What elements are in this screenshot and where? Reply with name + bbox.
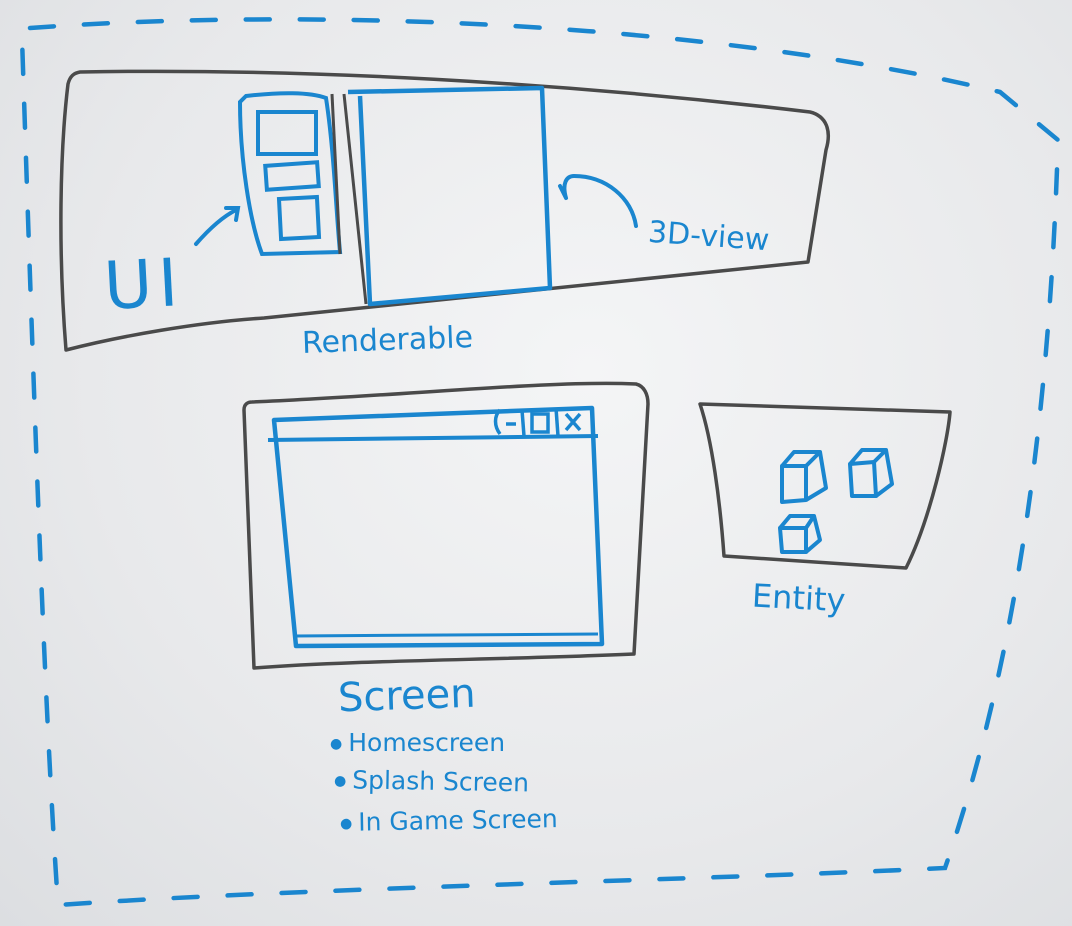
3d-view-panel <box>342 85 553 307</box>
3d-view-arrow <box>558 173 638 228</box>
minimize-button-sketch <box>493 408 502 436</box>
dashed-boundary <box>19 17 1061 908</box>
entity-cube-3 <box>778 514 822 554</box>
renderable-container <box>59 69 831 352</box>
3d-view-label: 3D-view <box>646 214 771 259</box>
entity-container <box>698 402 952 570</box>
screen-types-list: Homescreen Splash Screen In Game Screen <box>330 724 558 841</box>
renderable-label: Renderable <box>301 320 474 361</box>
screen-type-item: In Game Screen <box>340 800 558 843</box>
screen-label: Screen <box>337 670 477 722</box>
ui-arrow <box>194 206 241 246</box>
entity-label: Entity <box>751 576 847 620</box>
ui-panel <box>237 91 343 257</box>
close-button-sketch <box>564 412 582 432</box>
entity-cube-2 <box>848 448 894 498</box>
window-sketch <box>267 405 605 649</box>
screen-type-item: Homescreen <box>330 724 558 763</box>
screen-type-item: Splash Screen <box>334 761 558 804</box>
entity-cube-1 <box>780 450 828 504</box>
ui-label: UI <box>102 243 186 326</box>
screen-container <box>242 381 650 670</box>
maximize-button-sketch <box>530 412 550 434</box>
